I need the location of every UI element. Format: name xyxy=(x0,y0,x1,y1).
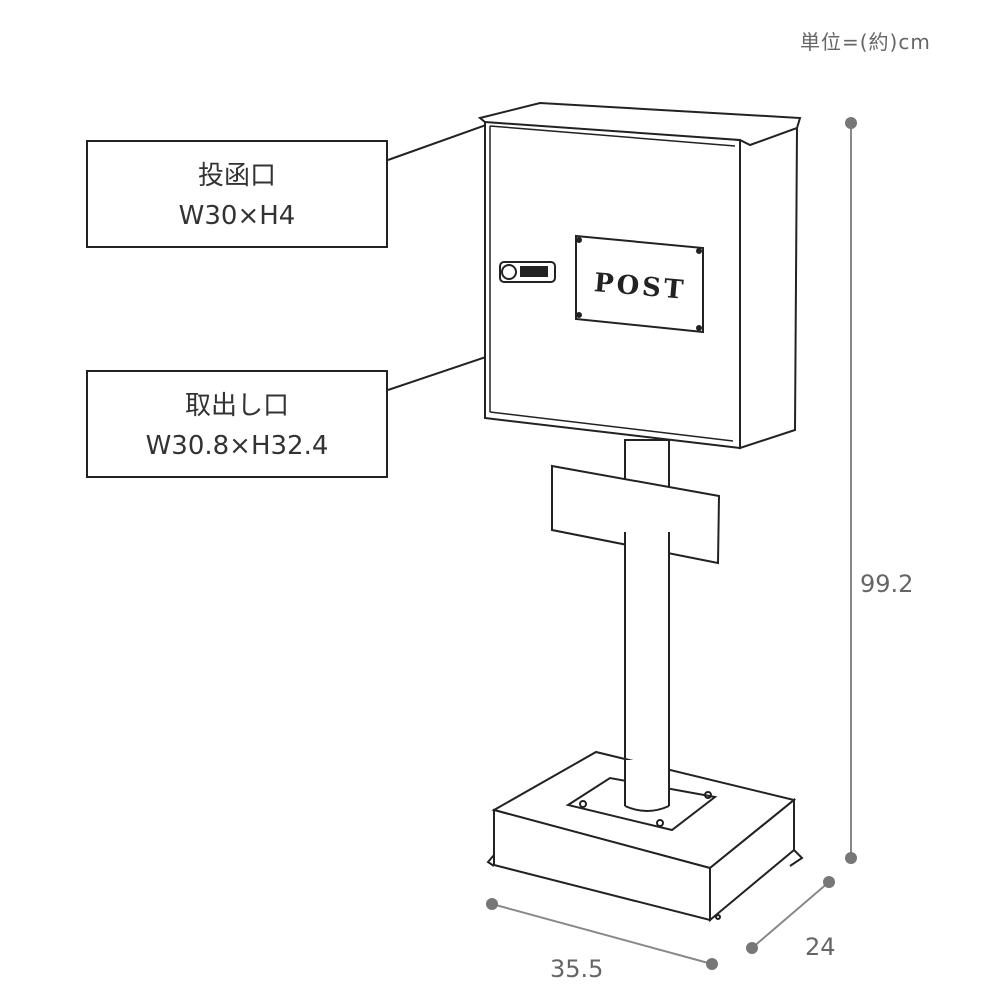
callout-door-title: 取出し口 xyxy=(184,391,289,421)
unit-label: 単位=(約)cm xyxy=(800,30,931,54)
callout-door-size: W30.8×H32.4 xyxy=(145,431,329,461)
callout-slot: 投函口 W30×H4 xyxy=(86,140,388,248)
callout-door: 取出し口 W30.8×H32.4 xyxy=(86,370,388,478)
depth-dimension: 24 xyxy=(805,933,836,961)
callout-slot-title: 投函口 xyxy=(197,161,276,191)
combination-lock xyxy=(499,261,556,283)
nameplate xyxy=(551,464,721,565)
dimension-lines xyxy=(486,117,857,970)
post-plate: POST xyxy=(575,234,704,334)
height-dimension: 99.2 xyxy=(860,570,914,598)
base xyxy=(486,750,804,923)
callout-slot-size: W30×H4 xyxy=(178,201,296,231)
width-dimension: 35.5 xyxy=(550,955,604,983)
